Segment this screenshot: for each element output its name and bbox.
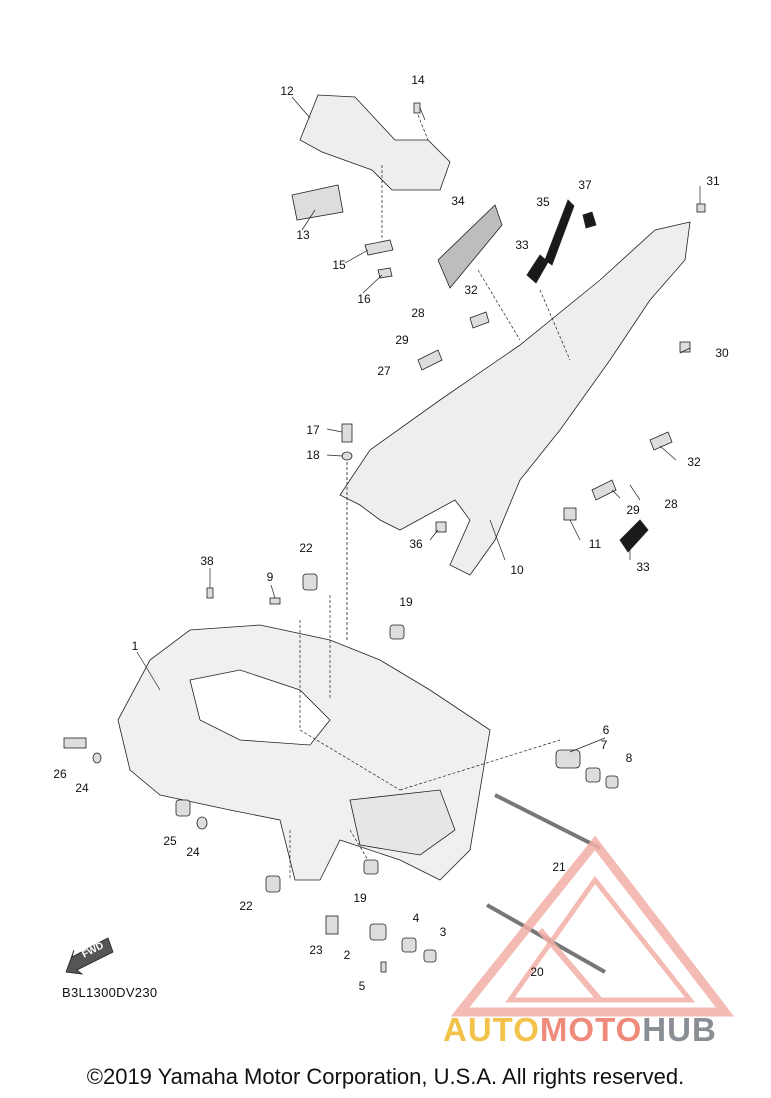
callout-17: 17 xyxy=(306,423,320,437)
callout-14: 14 xyxy=(411,73,425,87)
fwd-arrow-icon xyxy=(65,937,114,975)
callout-28-upper: 28 xyxy=(411,306,425,320)
callout-12: 12 xyxy=(280,84,294,98)
part-19b xyxy=(363,859,379,875)
part-22b xyxy=(265,875,281,893)
part-29b xyxy=(591,479,617,501)
callout-34: 34 xyxy=(451,194,465,208)
callout-4: 4 xyxy=(412,911,420,925)
callout-19-lower: 19 xyxy=(353,891,367,905)
part-24b xyxy=(196,816,208,830)
part-34-decal xyxy=(437,204,503,289)
part-11 xyxy=(563,507,577,521)
callout-26: 26 xyxy=(53,767,67,781)
frame-exploded-diagram xyxy=(63,94,735,1017)
part-15 xyxy=(364,239,394,256)
part-26-bolt xyxy=(63,737,87,749)
part-23 xyxy=(325,915,339,935)
diagram-part-code: B3L1300DV230 xyxy=(62,985,158,1000)
part-25 xyxy=(175,799,191,817)
part-29a xyxy=(417,349,443,371)
callout-35: 35 xyxy=(536,195,550,209)
part-2 xyxy=(369,923,387,941)
callout-32-lower: 32 xyxy=(687,455,701,469)
part-4 xyxy=(401,937,417,953)
callout-29-lower: 29 xyxy=(626,503,640,517)
part-6 xyxy=(555,749,581,769)
part-35-decal xyxy=(544,199,575,266)
callout-6: 6 xyxy=(602,723,610,737)
callout-33-lower: 33 xyxy=(636,560,650,574)
callout-8: 8 xyxy=(625,751,633,765)
callout-16: 16 xyxy=(357,292,371,306)
copyright-notice: ©2019 Yamaha Motor Corporation, U.S.A. A… xyxy=(86,1064,685,1089)
part-21-shaft xyxy=(494,793,601,850)
callout-24-left: 24 xyxy=(75,781,89,795)
part-38 xyxy=(206,587,214,599)
callout-13: 13 xyxy=(296,228,310,242)
callout-25: 25 xyxy=(163,834,177,848)
part-18-washer xyxy=(341,451,353,461)
callout-15: 15 xyxy=(332,258,346,272)
part-12-bracket xyxy=(299,94,451,191)
part-24a xyxy=(92,752,102,764)
callout-32-upper: 32 xyxy=(464,283,478,297)
callout-22-lower: 22 xyxy=(239,899,253,913)
watermark-moto: MOTO xyxy=(539,1011,643,1048)
callout-38: 38 xyxy=(200,554,214,568)
part-7 xyxy=(585,767,601,783)
part-3 xyxy=(423,949,437,963)
part-36 xyxy=(435,521,447,533)
part-13-decal xyxy=(291,184,344,221)
callout-37: 37 xyxy=(578,178,592,192)
callout-27: 27 xyxy=(377,364,391,378)
callout-18: 18 xyxy=(306,448,320,462)
callout-1: 1 xyxy=(131,639,139,653)
callout-33-upper: 33 xyxy=(515,238,529,252)
callout-19-upper: 19 xyxy=(399,595,413,609)
callout-22-upper: 22 xyxy=(299,541,313,555)
automotohub-watermark: AUTOMOTOHUB xyxy=(443,1011,763,1049)
part-32b xyxy=(649,431,673,451)
watermark-auto: AUTO xyxy=(443,1011,540,1048)
part-19a xyxy=(389,624,405,640)
automotohub-logo-icon xyxy=(450,835,735,1017)
part-32a xyxy=(469,311,490,329)
callout-7: 7 xyxy=(600,738,608,752)
callout-11: 11 xyxy=(588,537,602,551)
part-10-subframe xyxy=(339,221,691,576)
watermark-hub: HUB xyxy=(642,1011,717,1048)
part-17-bolt xyxy=(341,423,353,443)
part-37 xyxy=(582,211,597,229)
callout-28-lower: 28 xyxy=(664,497,678,511)
part-33b-decal xyxy=(619,519,649,553)
callout-10: 10 xyxy=(510,563,524,577)
callout-24-right: 24 xyxy=(186,845,200,859)
callout-2: 2 xyxy=(343,948,351,962)
part-14-bolt xyxy=(413,102,421,114)
part-9 xyxy=(269,597,281,605)
callout-9: 9 xyxy=(266,570,274,584)
callout-36: 36 xyxy=(409,537,423,551)
part-5 xyxy=(380,961,387,973)
callout-30: 30 xyxy=(715,346,729,360)
part-30 xyxy=(679,341,691,353)
callout-23: 23 xyxy=(309,943,323,957)
callout-5: 5 xyxy=(358,979,366,993)
callout-29-upper: 29 xyxy=(395,333,409,347)
callout-3: 3 xyxy=(439,925,447,939)
part-22a xyxy=(302,573,318,591)
part-31 xyxy=(696,203,706,213)
callout-31: 31 xyxy=(706,174,720,188)
part-8 xyxy=(605,775,619,789)
callout-21: 21 xyxy=(552,860,566,874)
callout-20: 20 xyxy=(530,965,544,979)
part-33a-decal xyxy=(526,254,549,284)
